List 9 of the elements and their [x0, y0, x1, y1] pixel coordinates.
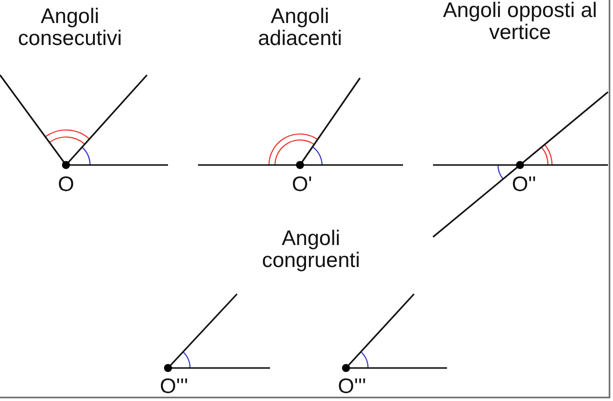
angle-title: Angoli consecutivi	[17, 6, 123, 50]
vertex-label: O	[56, 174, 76, 196]
angle-title: Angoli opposti al vertice	[442, 0, 598, 44]
angle-title: Angoli adiacenti	[256, 6, 344, 50]
vertex-label: O''	[510, 174, 538, 196]
vertex-label: O'	[290, 174, 314, 196]
vertex-label: O'''	[158, 376, 190, 398]
vertex-label: O'''	[336, 376, 368, 398]
angle-title: Angoli congruenti	[260, 228, 362, 272]
